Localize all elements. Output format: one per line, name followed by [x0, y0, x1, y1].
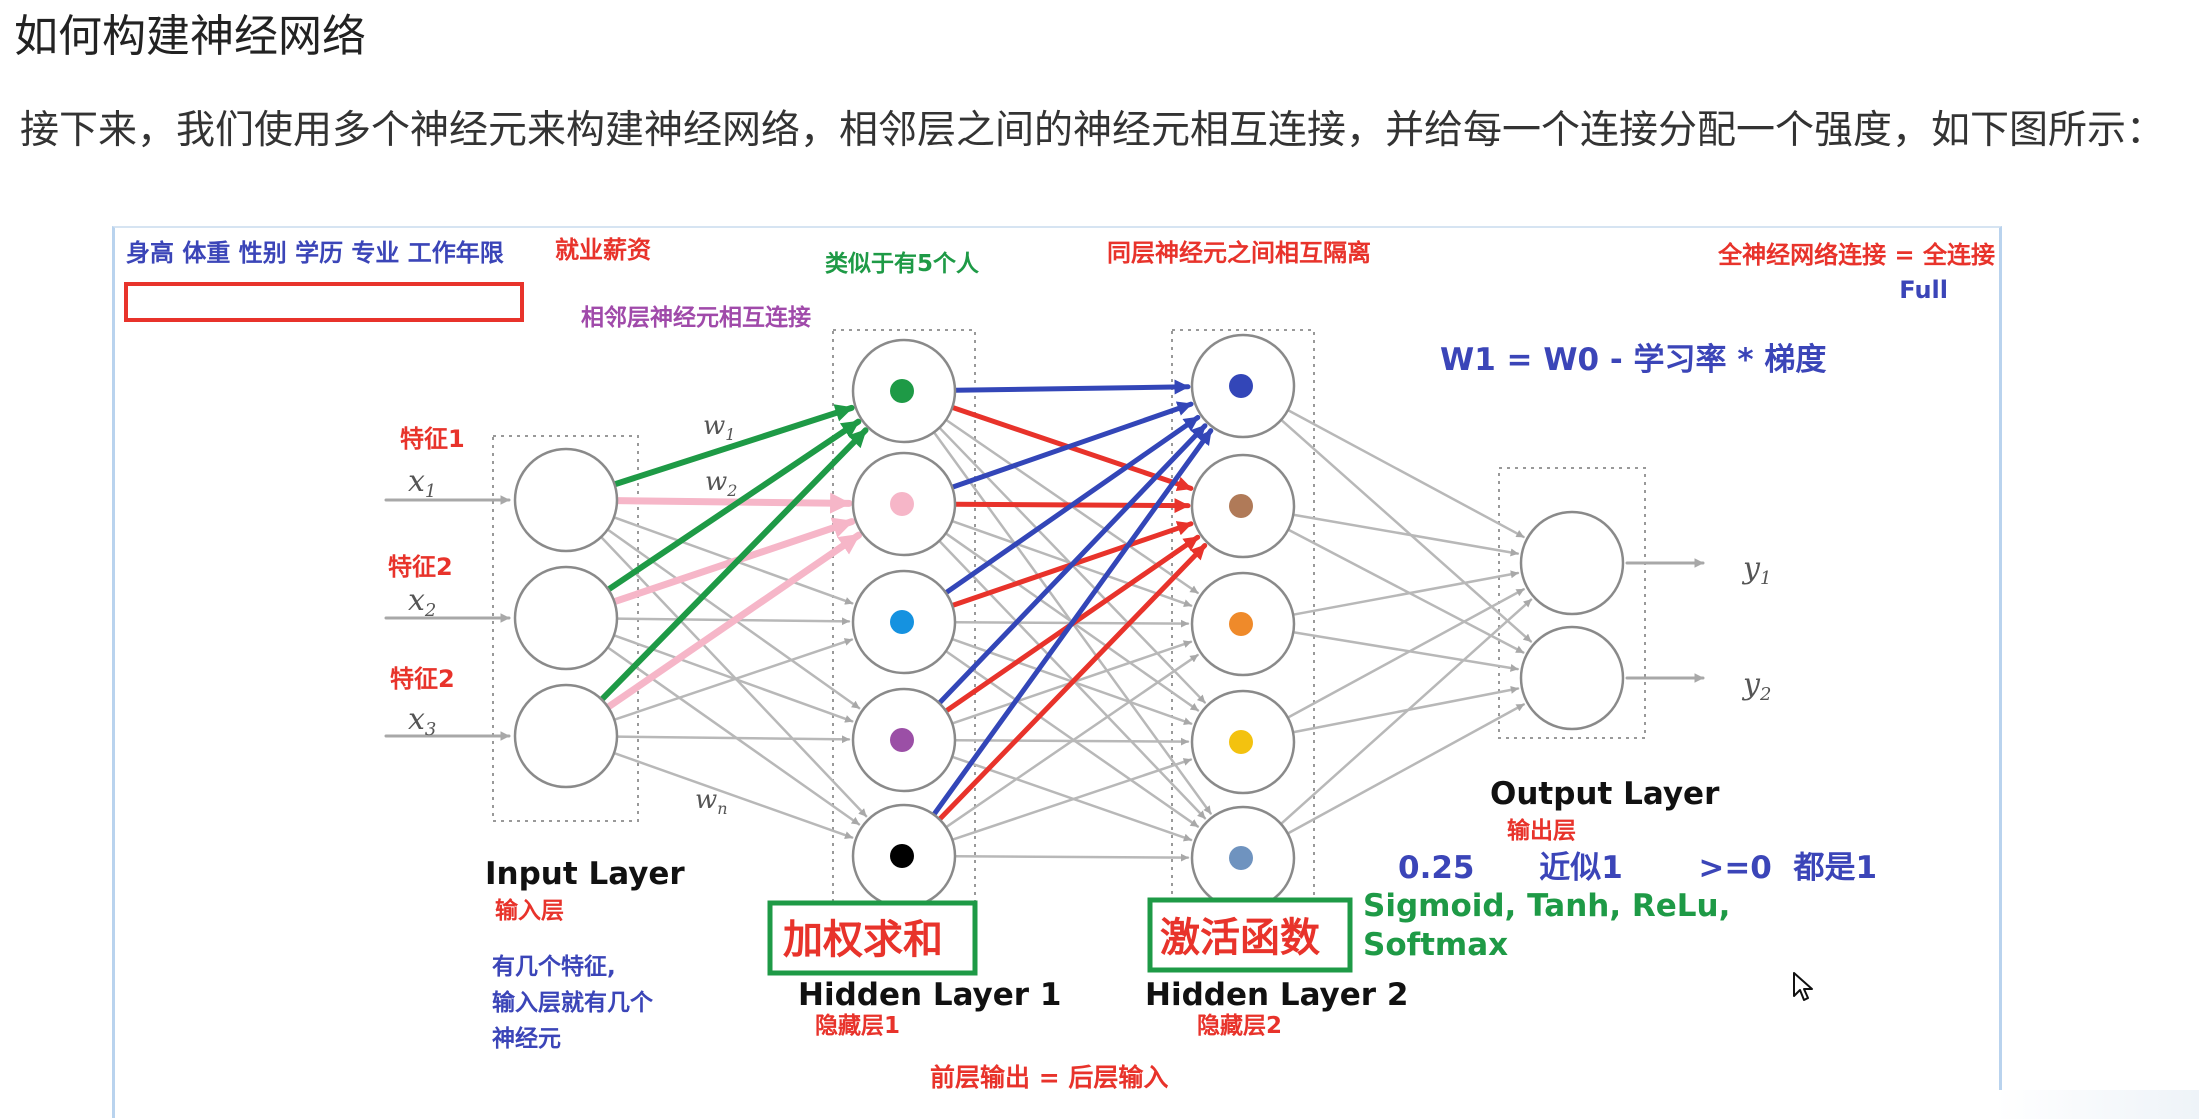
hidden2-neuron-5-dot [1229, 846, 1253, 870]
input-feature-1: 特征1 [400, 425, 465, 453]
hidden1-neuron-3-dot [890, 610, 914, 634]
edge-h2n4-out1 [1286, 588, 1525, 719]
input-layer-cn: 输入层 [495, 897, 564, 924]
blue-edge-h1n5 [931, 428, 1214, 818]
blue-edge-h1n2 [949, 401, 1194, 490]
edge-in1-h1n5 [599, 535, 868, 818]
output-neuron-2 [1519, 625, 1625, 731]
input-layer-box [492, 435, 639, 822]
edge-h2n3-out1 [1291, 570, 1520, 616]
input-var-x2: x2 [408, 583, 436, 621]
same-layer-note: 同层神经元之间相互隔离 [1107, 239, 1371, 267]
hidden1-layer-box [832, 329, 976, 931]
weight-label-w1: w1 [703, 411, 735, 444]
pink-edge-in3 [604, 531, 863, 711]
input-neuron-1 [513, 447, 619, 553]
edge-in3-h1n5 [612, 751, 854, 839]
edge-in3-h1n3 [613, 638, 854, 721]
page-title: 如何构建神经网络 [14, 11, 366, 62]
activation-functions-line-2: Softmax [1363, 927, 1508, 963]
hidden1-neuron-4-dot [890, 728, 914, 752]
edge-h1n5-h2n3 [944, 653, 1199, 829]
edge-h2n1-out2 [1279, 418, 1533, 643]
full-label: Full [1899, 276, 1948, 304]
hidden1-layer-name: Hidden Layer 1 [798, 977, 1061, 1013]
hidden2-neuron-2-dot [1229, 494, 1253, 518]
full-connection-note: 全神经网络连接 = 全连接 [1717, 241, 1995, 269]
activation-label: 激活函数 [1160, 915, 1320, 961]
green-edge-in1 [611, 404, 855, 488]
input-feature-3: 特征2 [390, 665, 455, 693]
blue-edge-h1n4 [936, 423, 1208, 706]
blue-edge-h1n1 [952, 379, 1191, 395]
input-neuron-3 [513, 683, 619, 789]
green-edge-in2 [605, 418, 862, 593]
red-edge-h1n5 [936, 543, 1208, 822]
edge-h1n5-h2n5 [953, 853, 1190, 862]
edge-h1n5-h2n4 [951, 758, 1193, 841]
activation-box [1147, 897, 1353, 973]
network-diagram: 身高 体重 性别 学历 专业 工作年限 就业薪资 类似于有5个人 同层神经元之间… [124, 236, 1995, 1092]
edge-in3-h1n4 [615, 735, 851, 744]
input-neuron-2 [513, 565, 619, 671]
salary-label: 就业薪资 [555, 236, 651, 264]
edge-h2n2-out2 [1286, 528, 1525, 654]
weight-label-wn: wn [695, 785, 728, 818]
intro-paragraph: 接下来，我们使用多个神经元来构建神经网络，相邻层之间的神经元相互连接，并给每一个… [20, 108, 2166, 153]
screen-edge [1996, 1090, 2199, 1119]
blue-edge-h1n3 [943, 414, 1201, 596]
edge-h2n1-out1 [1286, 408, 1525, 539]
hidden2-layer-box [1171, 329, 1315, 931]
connection-edges [384, 379, 1705, 862]
output-var-y1: y1 [1741, 551, 1771, 589]
weighted-sum-box [767, 900, 978, 976]
input-note-line-3: 神经元 [492, 1025, 561, 1052]
hidden1-layer-cn: 隐藏层1 [815, 1013, 900, 1039]
activation-functions-line-1: Sigmoid, Tanh, ReLu, [1363, 888, 1730, 924]
input-var-x3: x3 [408, 702, 436, 740]
input-var-x1: x1 [408, 464, 436, 502]
bottom-note: 前层输出 = 后层输入 [930, 1063, 1168, 1092]
output-neuron-1 [1519, 510, 1625, 616]
hidden2-neuron-4-dot [1229, 730, 1253, 754]
edge-h2n2-out1 [1292, 513, 1520, 557]
hidden1-neuron-5-dot [890, 844, 914, 868]
highlight-box [124, 282, 524, 322]
output-var-y2: y2 [1741, 667, 1771, 705]
output-layer-cn: 输出层 [1507, 817, 1576, 844]
hidden2-neuron-3-dot [1229, 612, 1253, 636]
hidden2-layer-name: Hidden Layer 2 [1145, 977, 1408, 1013]
features-header: 身高 体重 性别 学历 专业 工作年限 [126, 239, 504, 267]
hidden2-neuron-1-dot [1229, 374, 1253, 398]
input-layer-name: Input Layer [485, 856, 685, 892]
weight-label-w2: w2 [705, 467, 737, 500]
weighted-sum-label: 加权求和 [783, 917, 943, 963]
neural-network-figure: 身高 体重 性别 学历 专业 工作年限 就业薪资 类似于有5个人 同层神经元之间… [112, 226, 2002, 1118]
update-formula: W1 = W0 - 学习率 * 梯度 [1440, 342, 1826, 378]
hidden2-layer-cn: 隐藏层2 [1197, 1013, 1282, 1039]
activation-values: 0.25 近似1 >=0 都是1 [1398, 850, 1877, 886]
input-feature-2: 特征2 [388, 553, 453, 581]
mouse-cursor-icon [1793, 972, 1813, 1001]
edge-h2n5-out2 [1286, 703, 1525, 835]
hidden1-neuron-2-dot [890, 492, 914, 516]
five-people-note: 类似于有5个人 [825, 250, 980, 277]
neuron-nodes [513, 333, 1625, 911]
adjacent-note: 相邻层神经元相互连接 [581, 304, 811, 331]
hidden1-neuron-1-dot [890, 379, 914, 403]
output-layer-name: Output Layer [1490, 776, 1720, 812]
edge-h2n4-out2 [1291, 685, 1520, 734]
input-note-line-1: 有几个特征, [492, 953, 616, 980]
pink-edge-in1 [613, 492, 853, 514]
edge-h2n3-out2 [1292, 631, 1519, 672]
input-note-line-2: 输入层就有几个 [492, 989, 654, 1016]
edge-h2n5-out1 [1279, 598, 1533, 826]
green-edge-in3 [598, 427, 869, 703]
